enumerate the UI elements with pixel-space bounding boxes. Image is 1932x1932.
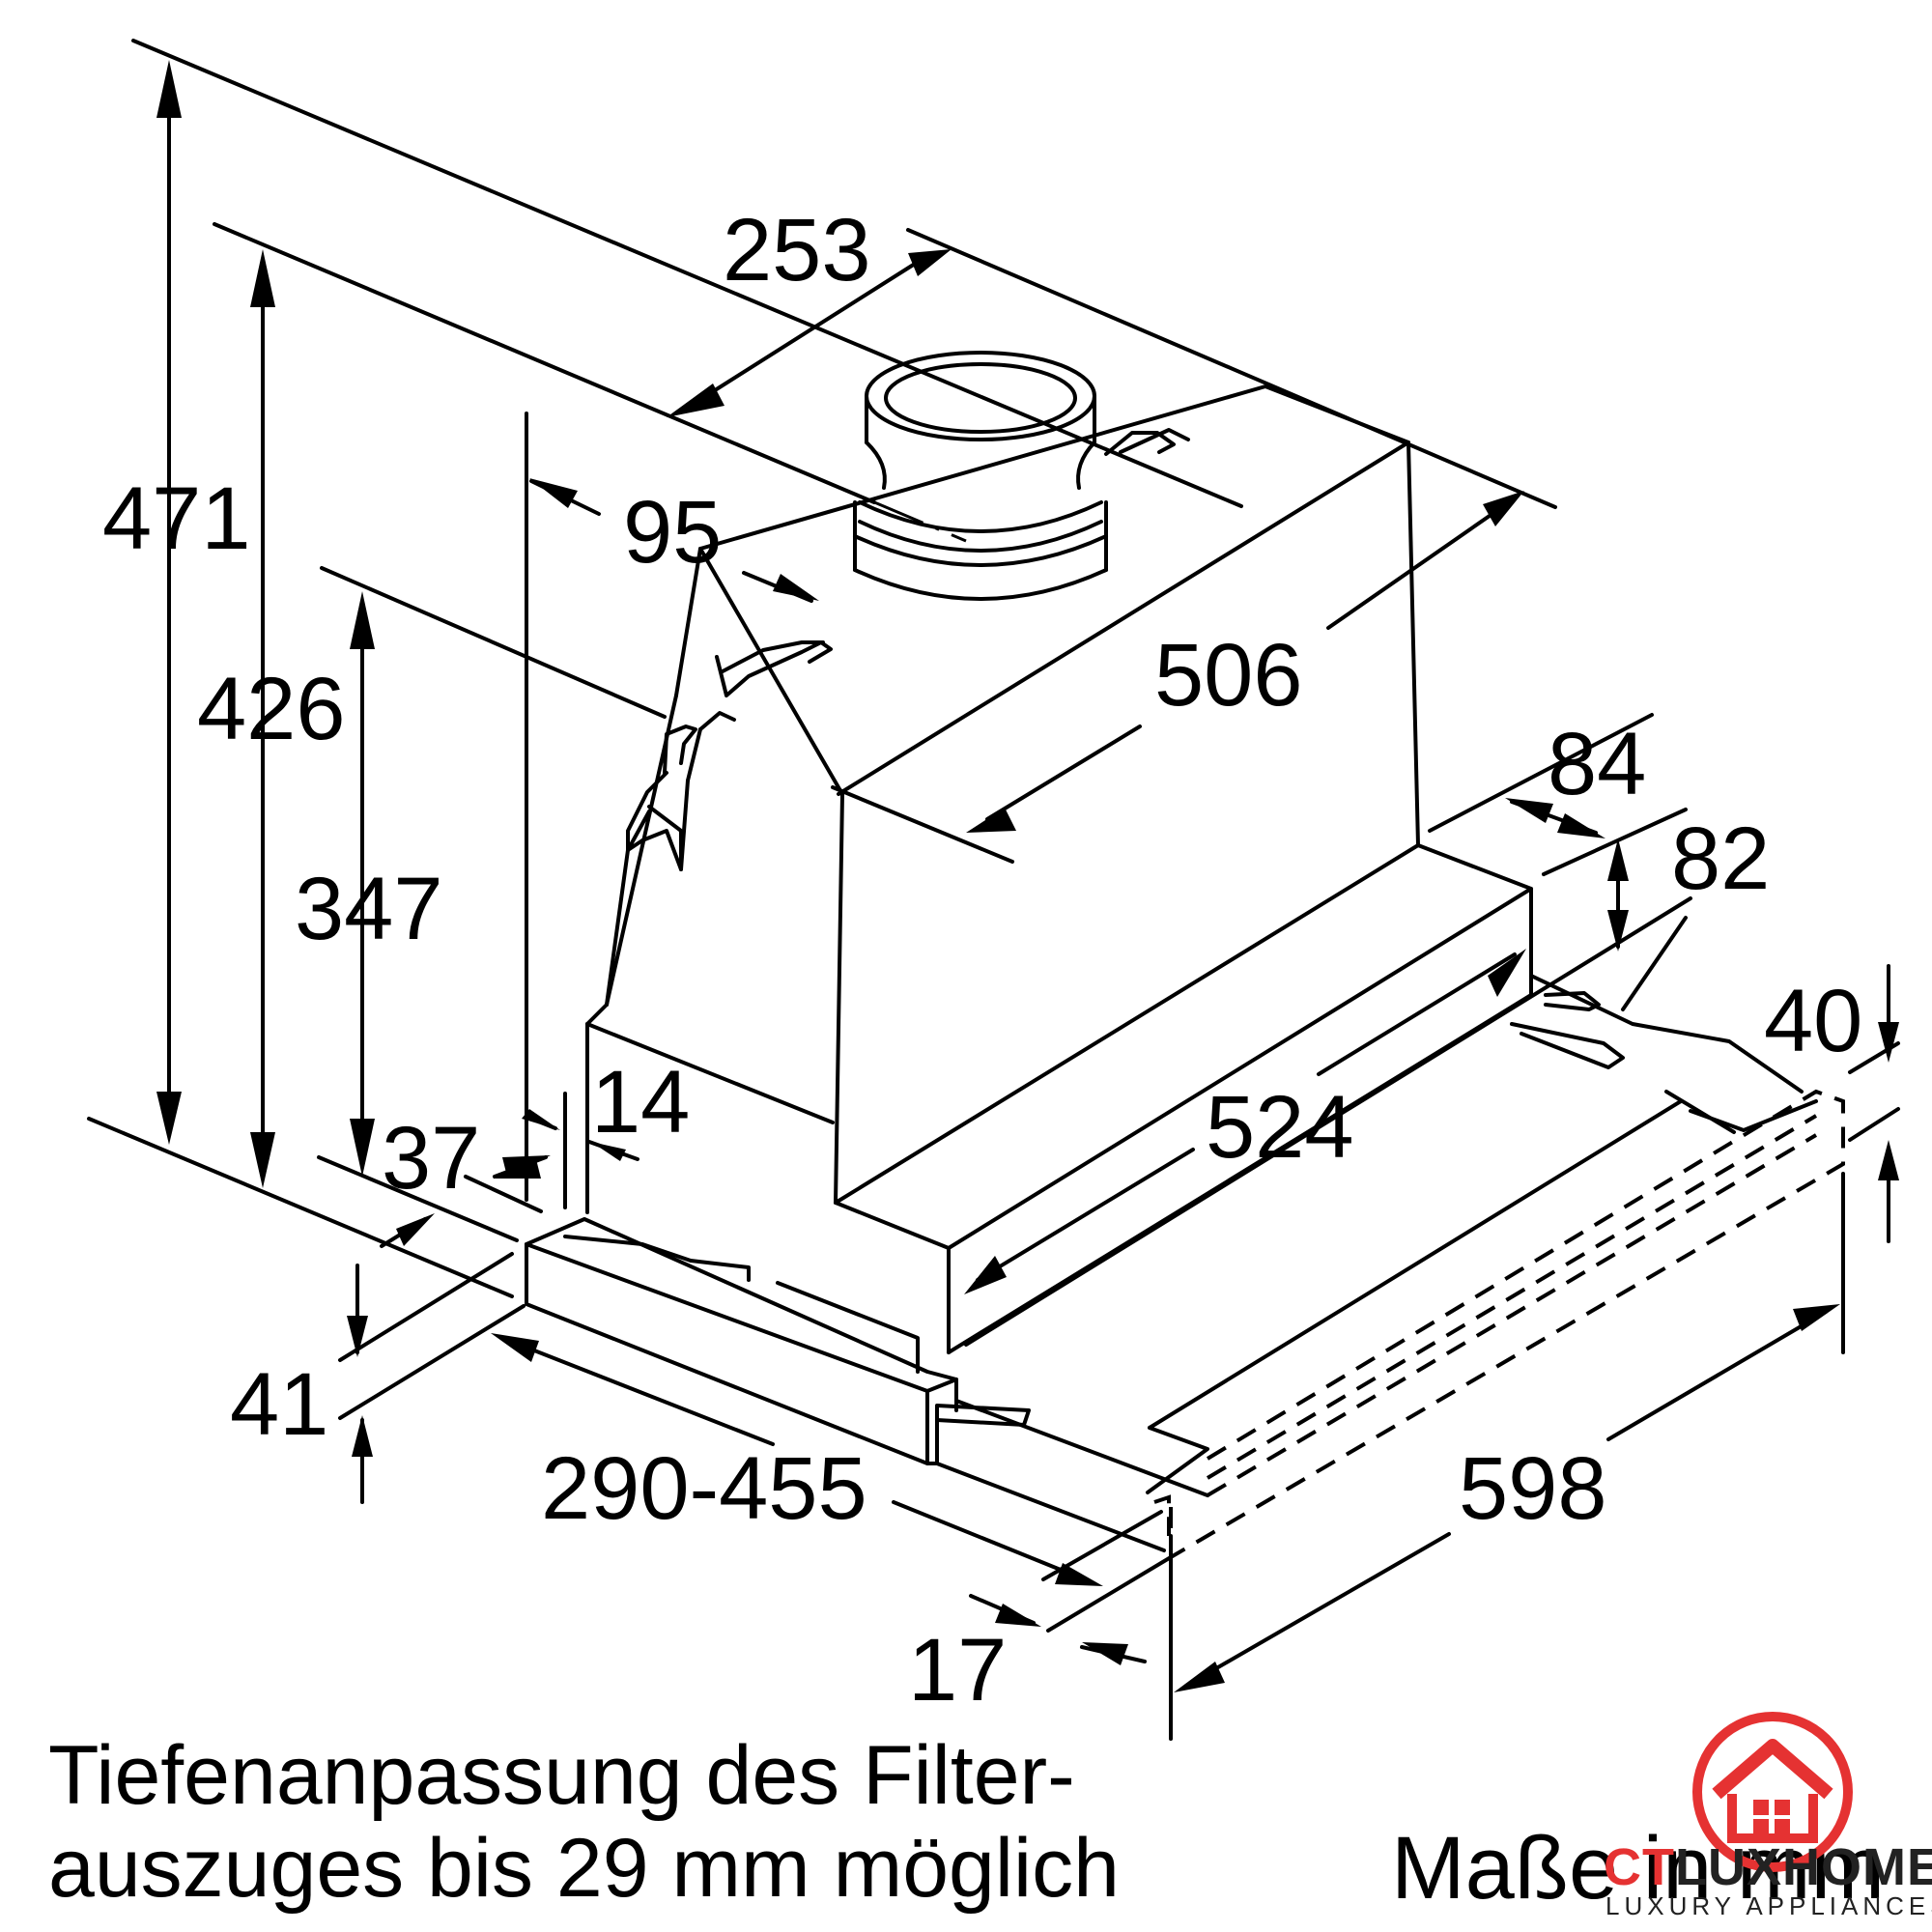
dimension-lines <box>156 60 1899 1692</box>
label-37: 37 <box>382 1109 480 1208</box>
label-253: 253 <box>723 201 871 299</box>
label-14: 14 <box>591 1053 690 1151</box>
brand-logo: CTLUXHOME <box>1604 1837 1932 1897</box>
label-347: 347 <box>295 860 443 958</box>
label-17: 17 <box>908 1621 1007 1719</box>
label-84: 84 <box>1548 715 1646 813</box>
depth-adjustment-note: Tiefenanpassung des Filter- auszuges bis… <box>48 1729 1120 1915</box>
label-506: 506 <box>1154 626 1303 724</box>
label-40: 40 <box>1764 972 1862 1070</box>
note-line-1: Tiefenanpassung des Filter- <box>48 1729 1075 1822</box>
brand-part-1: CT <box>1604 1838 1675 1896</box>
dimension-labels: 471 426 347 253 95 506 84 82 40 524 37 1… <box>102 201 1862 1719</box>
mounting-brackets <box>605 428 1190 1007</box>
label-471: 471 <box>102 469 251 568</box>
house-icon <box>1692 1712 1853 1872</box>
label-41: 41 <box>230 1355 328 1454</box>
dim-506-line <box>1326 498 1514 630</box>
extension-lines <box>87 39 1900 1741</box>
front-trim-dashed <box>1153 1089 1845 1559</box>
label-95: 95 <box>623 483 722 582</box>
label-598: 598 <box>1459 1439 1607 1538</box>
label-524: 524 <box>1206 1078 1354 1177</box>
brand-part-2: LUXHOME <box>1674 1838 1932 1896</box>
note-line-2: auszuges bis 29 mm möglich <box>48 1822 1120 1915</box>
duct-collar <box>853 351 1108 601</box>
dim-253-line <box>692 257 924 406</box>
label-426: 426 <box>197 660 346 758</box>
label-290-455: 290-455 <box>541 1439 867 1538</box>
dim-598-line <box>1184 1532 1451 1688</box>
label-82: 82 <box>1671 810 1770 908</box>
hood-body <box>525 384 1818 1552</box>
dim-290-455-line <box>500 1336 775 1446</box>
dim-524-line <box>1317 952 1517 1076</box>
brand-tagline: LUXURY APPLIANCES <box>1605 1891 1932 1920</box>
